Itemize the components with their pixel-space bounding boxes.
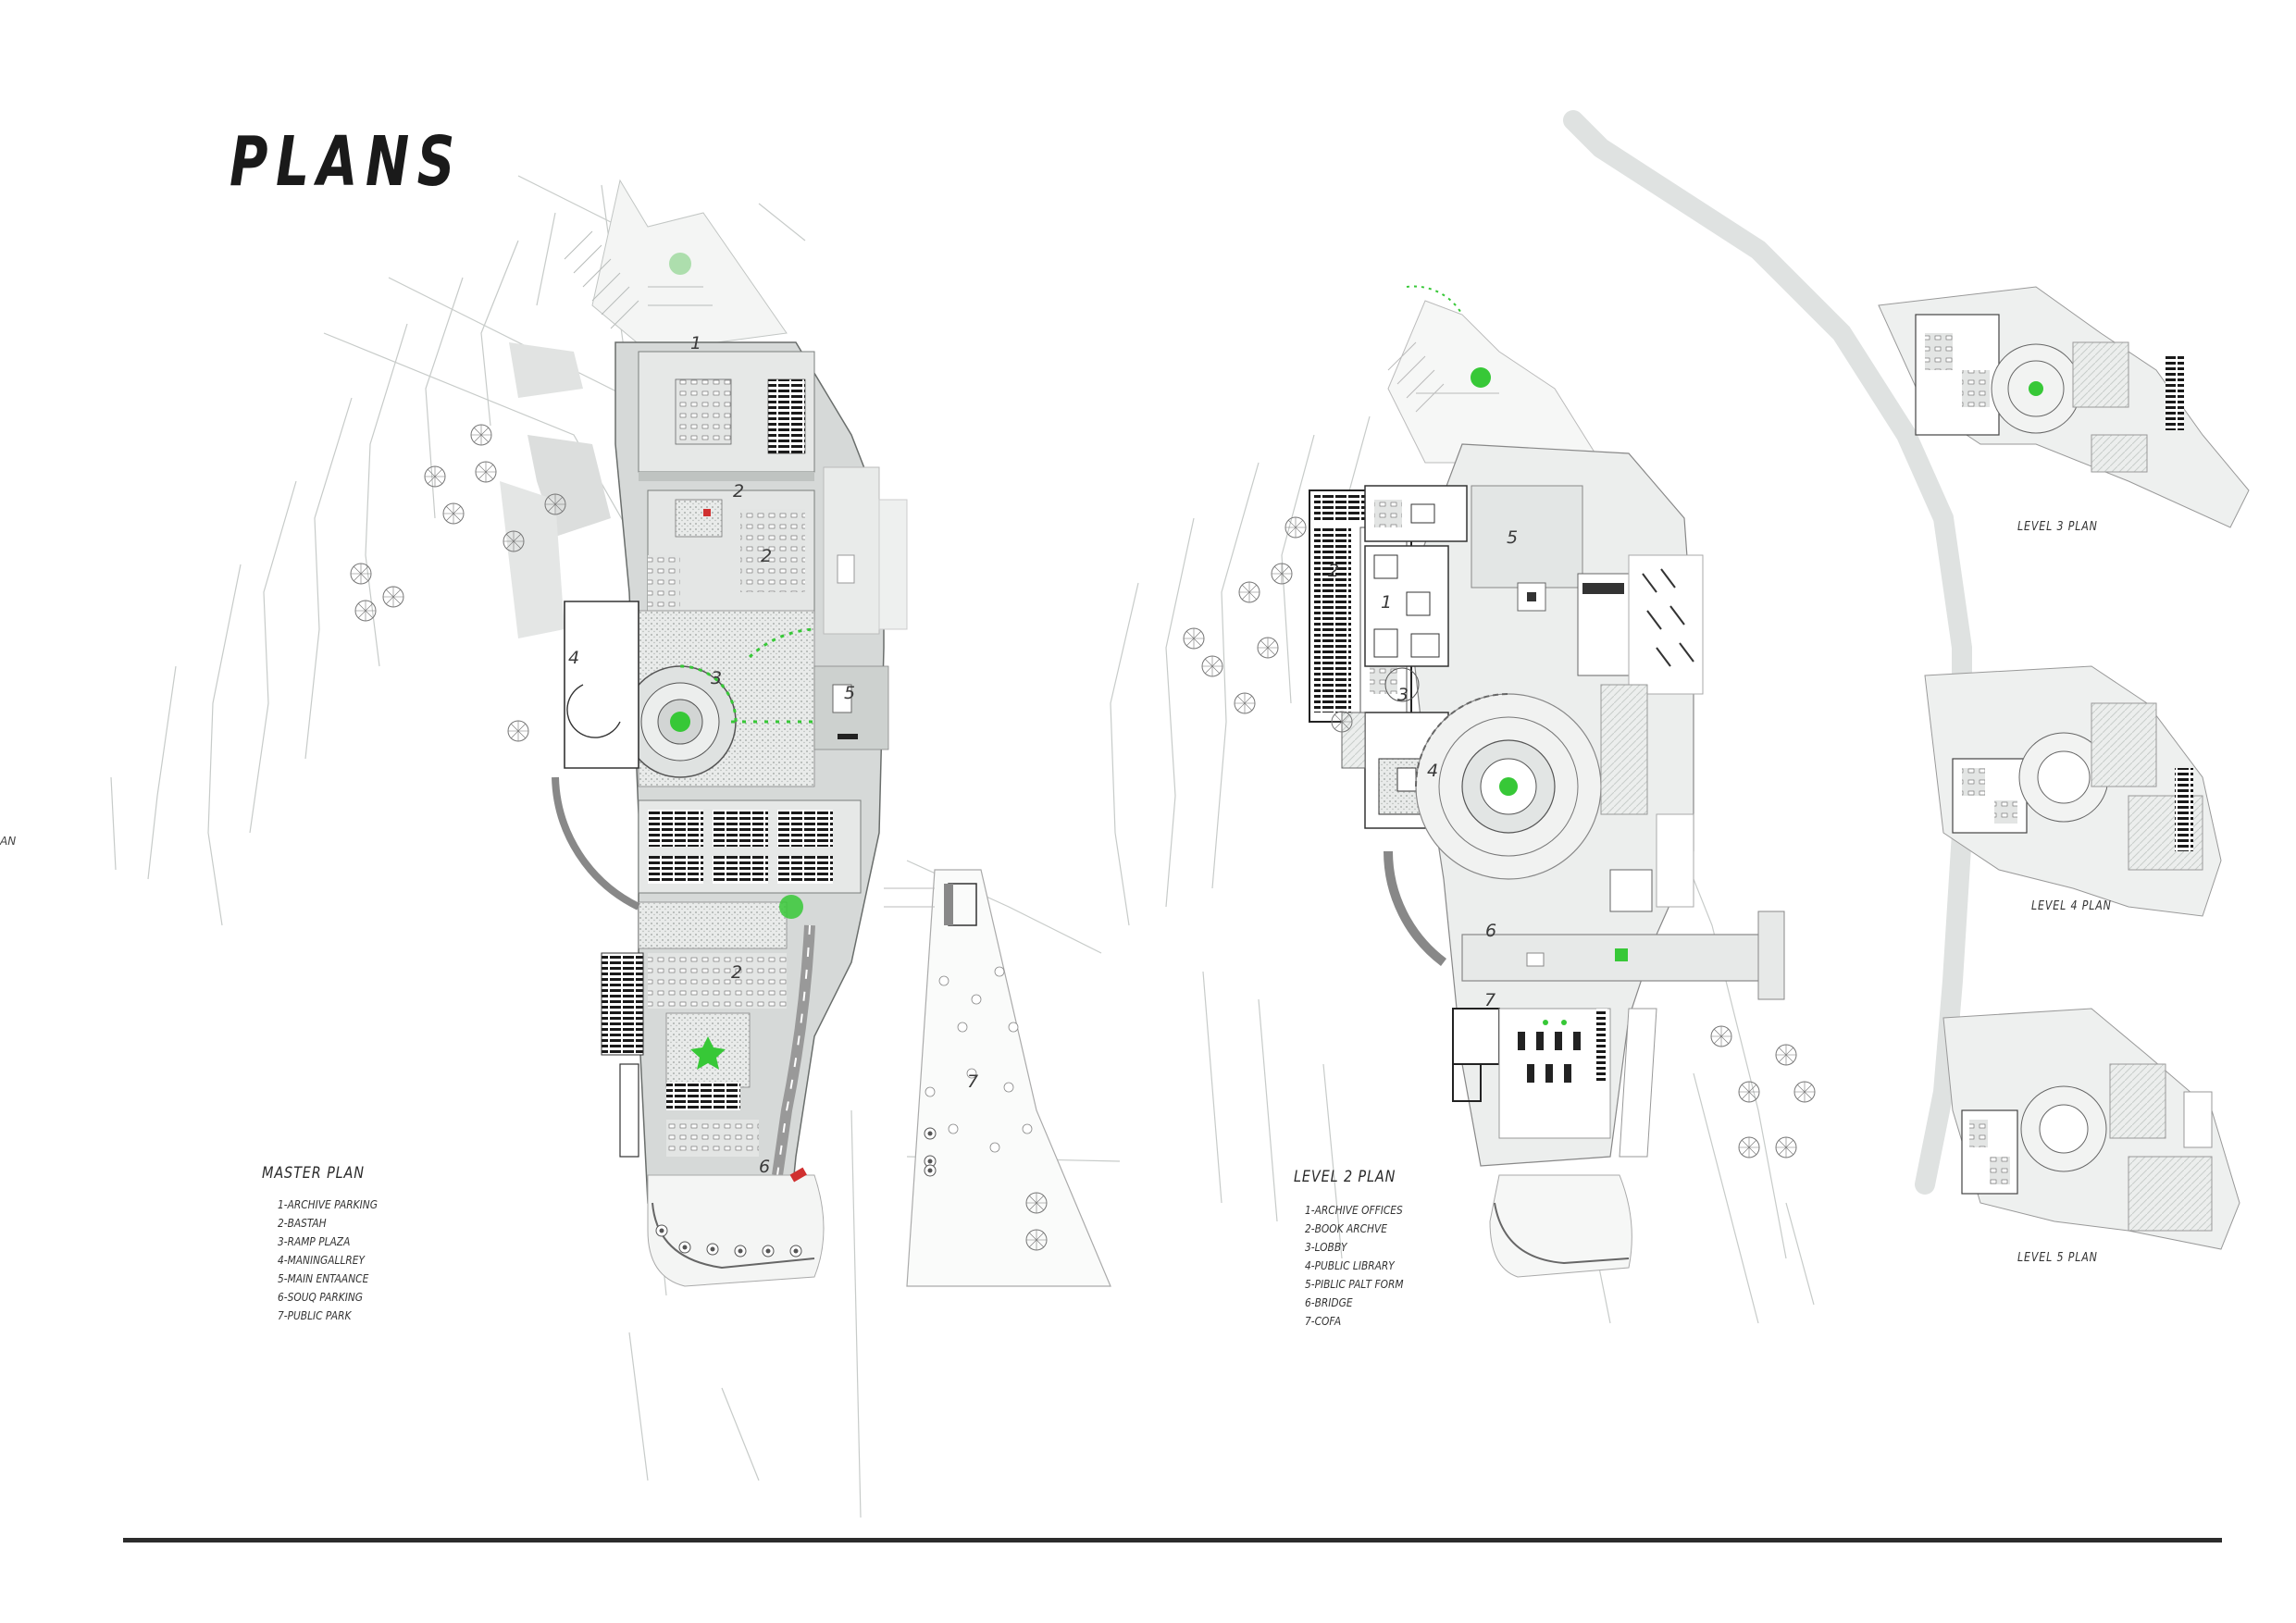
master-legend-item: 3-RAMP PLAZA bbox=[278, 1234, 351, 1248]
master-plan-legend: 1-ARCHIVE PARKING 2-BASTAH 3-RAMP PLAZA … bbox=[278, 1196, 378, 1325]
level5-plan-drawing bbox=[1942, 1008, 2240, 1250]
master-label-7: 7 bbox=[967, 1072, 979, 1092]
master-label-2a: 2 bbox=[733, 481, 745, 502]
cropped-label-fragment: AN bbox=[0, 835, 17, 848]
master-legend-item: 6-SOUQ PARKING bbox=[278, 1290, 364, 1304]
level3-plan-drawing bbox=[1878, 286, 2250, 528]
cafe-tables bbox=[1518, 1032, 1581, 1083]
level2-legend-item: 3-LOBBY bbox=[1305, 1240, 1347, 1254]
public-park-trees bbox=[925, 966, 1033, 1153]
level2-legend-item: 1-ARCHIVE OFFICES bbox=[1305, 1203, 1403, 1217]
level2-label-4: 4 bbox=[1427, 761, 1439, 781]
master-label-5: 5 bbox=[844, 683, 856, 703]
level2-label-5: 5 bbox=[1507, 527, 1519, 548]
level2-label-7: 7 bbox=[1484, 990, 1496, 1010]
level2-plan-caption: LEVEL 2 PLAN bbox=[1294, 1168, 1396, 1186]
master-label-6: 6 bbox=[759, 1157, 771, 1177]
level2-legend-item: 2-BOOK ARCHVE bbox=[1305, 1221, 1387, 1235]
level4-plan-caption: LEVEL 4 PLAN bbox=[2031, 899, 2112, 913]
sheet-title: PLANS bbox=[230, 122, 463, 202]
master-label-4: 4 bbox=[568, 648, 580, 668]
master-legend-item: 7-PUBLIC PARK bbox=[278, 1308, 352, 1322]
level2-contours bbox=[1110, 415, 1815, 1324]
master-legend-item: 4-MANINGALLREY bbox=[278, 1253, 365, 1267]
level2-legend-item: 7-COFA bbox=[1305, 1314, 1342, 1328]
level3-plan-caption: LEVEL 3 PLAN bbox=[2017, 520, 2098, 534]
master-legend-item: 2-BASTAH bbox=[278, 1216, 327, 1230]
level2-plan-legend: 1-ARCHIVE OFFICES 2-BOOK ARCHVE 3-LOBBY … bbox=[1305, 1201, 1404, 1331]
master-legend-item: 1-ARCHIVE PARKING bbox=[278, 1197, 378, 1211]
master-label-2b: 2 bbox=[761, 546, 773, 566]
master-label-3: 3 bbox=[711, 668, 723, 688]
master-legend-item: 5-MAIN ENTAANCE bbox=[278, 1271, 369, 1285]
bottom-rule bbox=[123, 1538, 2222, 1542]
master-label-1: 1 bbox=[690, 333, 702, 353]
master-plan-drawing bbox=[110, 175, 1121, 1518]
master-label-2c: 2 bbox=[731, 962, 743, 983]
level2-label-3: 3 bbox=[1397, 685, 1409, 705]
level2-legend-item: 6-BRIDGE bbox=[1305, 1295, 1353, 1309]
level2-label-6: 6 bbox=[1485, 921, 1497, 941]
level2-label-1: 1 bbox=[1381, 592, 1393, 613]
level5-plan-caption: LEVEL 5 PLAN bbox=[2017, 1251, 2098, 1265]
master-plan-caption: MASTER PLAN bbox=[262, 1164, 365, 1183]
level2-plan-drawing bbox=[1110, 285, 1816, 1324]
level2-legend-item: 4-PUBLIC LIBRARY bbox=[1305, 1258, 1395, 1272]
level4-plan-drawing bbox=[1924, 665, 2222, 917]
level2-legend-item: 5-PIBLIC PALT FORM bbox=[1305, 1277, 1404, 1291]
level2-label-2: 2 bbox=[1328, 561, 1340, 581]
